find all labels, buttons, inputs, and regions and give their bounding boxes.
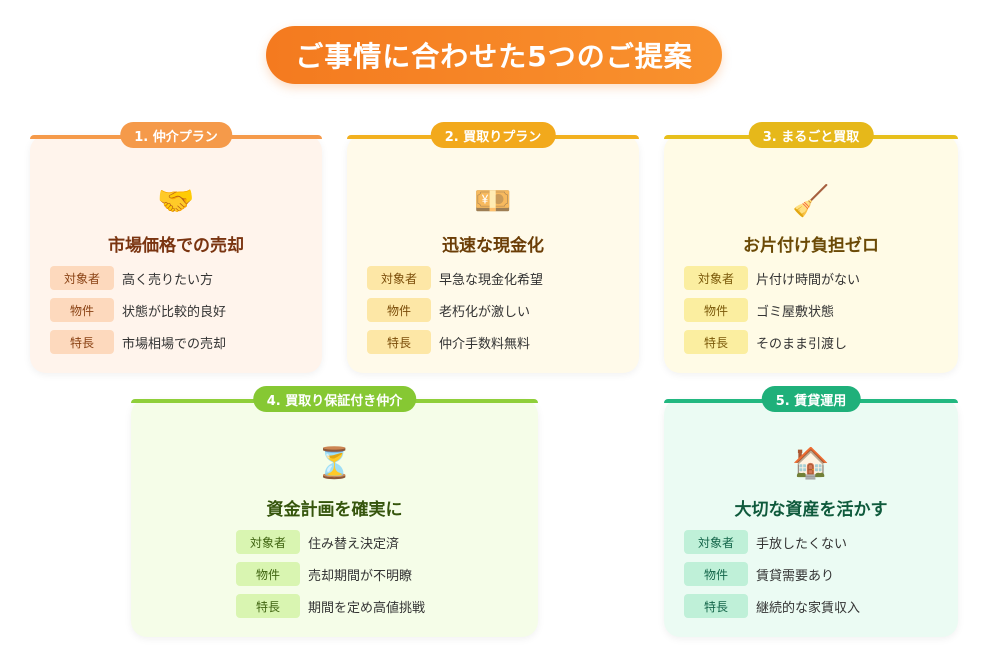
detail-value: 手放したくない (756, 536, 848, 552)
detail-value: 仲介手数料無料 (439, 336, 531, 352)
detail-value: 継続的な家賃収入 (756, 600, 861, 616)
detail-value: 賃貸需要あり (756, 568, 835, 584)
plan-badge: 3. まるごと買取 (748, 122, 874, 148)
tag-target: 対象者 (236, 530, 300, 554)
detail-row-feature: 特長 市場相場での売却 (50, 330, 226, 354)
detail-value: 高く売りたい方 (122, 272, 214, 288)
detail-row-feature: 特長 継続的な家賃収入 (684, 594, 860, 618)
plan-details: 対象者 片付け時間がない 物件 ゴミ屋敷状態 特長 そのまま引渡し (684, 266, 860, 362)
plan-heading: 資金計画を確実に (266, 500, 403, 520)
plan-card-brokerage: 1. 仲介プラン 🤝 市場価格での売却 対象者 高く売りたい方 物件 状態が比較… (30, 122, 322, 373)
detail-row-property: 物件 老朽化が激しい (367, 298, 543, 322)
tag-property: 物件 (367, 298, 431, 322)
tag-target: 対象者 (367, 266, 431, 290)
detail-row-property: 物件 状態が比較的良好 (50, 298, 226, 322)
detail-value: ゴミ屋敷状態 (756, 304, 835, 320)
tag-property: 物件 (684, 562, 748, 586)
tag-feature: 特長 (236, 594, 300, 618)
tag-property: 物件 (684, 298, 748, 322)
tag-property: 物件 (236, 562, 300, 586)
plan-heading: 大切な資産を活かす (734, 500, 888, 520)
detail-row-target: 対象者 手放したくない (684, 530, 860, 554)
tag-feature: 特長 (684, 594, 748, 618)
tag-property: 物件 (50, 298, 114, 322)
tag-feature: 特長 (367, 330, 431, 354)
broom-icon: 🧹 (792, 184, 830, 219)
page-title: ご事情に合わせた5つのご提案 (266, 26, 722, 84)
plan-heading: 市場価格での売却 (108, 236, 244, 256)
detail-row-property: 物件 売却期間が不明瞭 (236, 562, 425, 586)
tag-target: 対象者 (684, 530, 748, 554)
detail-value: そのまま引渡し (756, 336, 848, 352)
detail-value: 住み替え決定済 (308, 536, 400, 552)
detail-row-feature: 特長 期間を定め高値挑戦 (236, 594, 425, 618)
detail-value: 状態が比較的良好 (122, 304, 227, 320)
detail-row-target: 対象者 早急な現金化希望 (367, 266, 543, 290)
detail-row-target: 対象者 片付け時間がない (684, 266, 860, 290)
plan-card-purchase: 2. 買取りプラン 💴 迅速な現金化 対象者 早急な現金化希望 物件 老朽化が激… (347, 122, 639, 373)
handshake-icon: 🤝 (157, 184, 195, 219)
detail-value: 市場相場での売却 (122, 336, 227, 352)
tag-target: 対象者 (50, 266, 114, 290)
plan-details: 対象者 手放したくない 物件 賃貸需要あり 特長 継続的な家賃収入 (684, 530, 860, 626)
detail-row-property: 物件 ゴミ屋敷状態 (684, 298, 860, 322)
detail-row-feature: 特長 仲介手数料無料 (367, 330, 543, 354)
detail-row-target: 対象者 住み替え決定済 (236, 530, 425, 554)
plan-badge: 5. 賃貸運用 (761, 386, 861, 412)
detail-value: 売却期間が不明瞭 (308, 568, 413, 584)
plan-details: 対象者 住み替え決定済 物件 売却期間が不明瞭 特長 期間を定め高値挑戦 (236, 530, 425, 626)
detail-value: 老朽化が激しい (439, 304, 531, 320)
tag-feature: 特長 (684, 330, 748, 354)
house-icon: 🏠 (792, 446, 830, 481)
detail-row-property: 物件 賃貸需要あり (684, 562, 860, 586)
detail-value: 期間を定め高値挑戦 (308, 600, 426, 616)
plan-details: 対象者 早急な現金化希望 物件 老朽化が激しい 特長 仲介手数料無料 (367, 266, 543, 362)
detail-value: 片付け時間がない (756, 272, 861, 288)
tag-feature: 特長 (50, 330, 114, 354)
plan-card-rental: 5. 賃貸運用 🏠 大切な資産を活かす 対象者 手放したくない 物件 賃貸需要あ… (664, 386, 958, 637)
detail-row-target: 対象者 高く売りたい方 (50, 266, 226, 290)
plan-badge: 2. 買取りプラン (430, 122, 556, 148)
money-bill-icon: 💴 (474, 184, 512, 219)
plan-heading: 迅速な現金化 (442, 236, 544, 256)
detail-value: 早急な現金化希望 (439, 272, 544, 288)
plan-badge: 4. 買取り保証付き仲介 (252, 386, 417, 412)
plan-card-full-purchase: 3. まるごと買取 🧹 お片付け負担ゼロ 対象者 片付け時間がない 物件 ゴミ屋… (664, 122, 958, 373)
detail-row-feature: 特長 そのまま引渡し (684, 330, 860, 354)
plan-card-guaranteed-brokerage: 4. 買取り保証付き仲介 ⏳ 資金計画を確実に 対象者 住み替え決定済 物件 売… (131, 386, 538, 637)
tag-target: 対象者 (684, 266, 748, 290)
hourglass-icon: ⏳ (315, 446, 354, 481)
plan-heading: お片付け負担ゼロ (743, 236, 879, 256)
plan-details: 対象者 高く売りたい方 物件 状態が比較的良好 特長 市場相場での売却 (50, 266, 226, 362)
plan-badge: 1. 仲介プラン (120, 122, 232, 148)
